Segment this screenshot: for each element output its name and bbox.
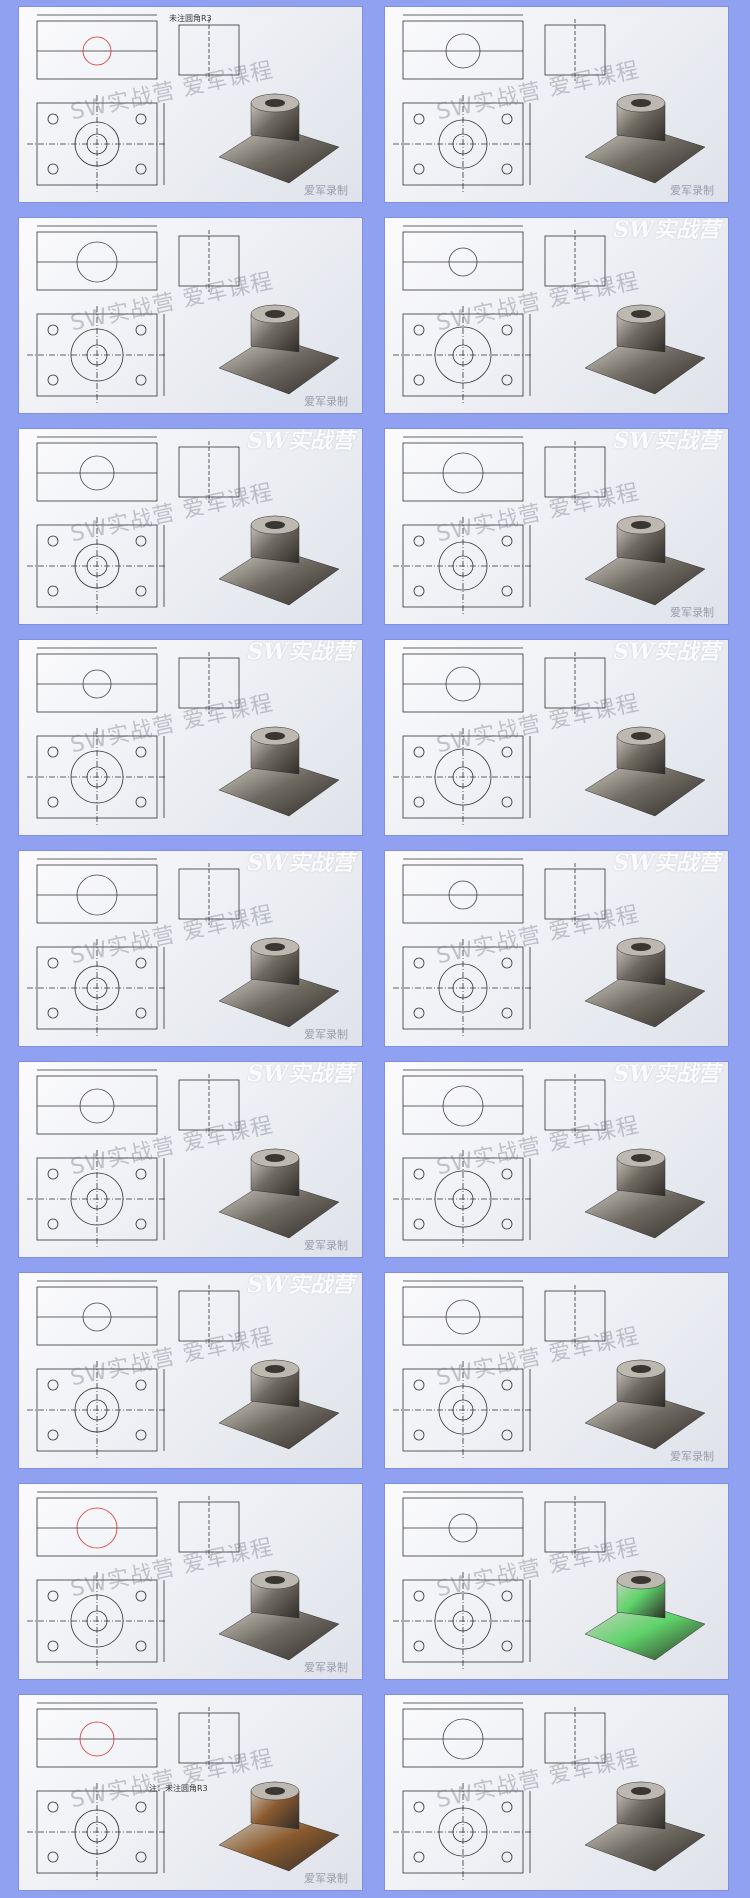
cad-thumbnail-2: SW实战营 爱军课程爱军录制: [384, 6, 729, 203]
engineering-drawing: [27, 436, 340, 615]
engineering-drawing: [393, 14, 706, 193]
cad-thumbnail-17: SW实战营 爱军课程爱军录制注：未注圆角R3: [18, 1694, 363, 1891]
cad-thumbnail-1: SW实战营 爱军课程爱军录制未注圆角R3: [18, 6, 363, 203]
drawing-note: 未注圆角R3: [169, 14, 212, 23]
engineering-drawing: [393, 1280, 706, 1459]
engineering-drawing: [27, 1280, 340, 1459]
brand-logo: SW实战营: [247, 428, 354, 454]
cad-thumbnail-3: SW实战营 爱军课程爱军录制: [18, 217, 363, 414]
drawing-note: 注：未注圆角R3: [149, 1784, 208, 1793]
brand-logo: SW实战营: [613, 428, 720, 454]
engineering-drawing: [27, 647, 340, 826]
engineering-drawing: [393, 436, 706, 615]
cad-thumbnail-14: SW实战营 爱军课程爱军录制: [384, 1272, 729, 1469]
engineering-drawing: [27, 1702, 340, 1881]
brand-logo: SW实战营: [613, 1061, 720, 1087]
credit-text: 爱军录制: [304, 395, 348, 408]
engineering-drawing: [393, 1491, 706, 1670]
brand-logo: SW实战营: [247, 639, 354, 665]
brand-logo: SW实战营: [613, 639, 720, 665]
engineering-drawing: [393, 647, 706, 826]
cad-thumbnail-15: SW实战营 爱军课程爱军录制: [18, 1483, 363, 1680]
brand-logo: SW实战营: [247, 1061, 354, 1087]
engineering-drawing: [27, 14, 340, 193]
brand-logo: SW实战营: [247, 850, 354, 876]
brand-logo: SW实战营: [247, 1272, 354, 1298]
credit-text: 爱军录制: [304, 184, 348, 197]
brand-logo: SW实战营: [613, 850, 720, 876]
credit-text: 爱军录制: [304, 1872, 348, 1885]
engineering-drawing: [27, 225, 340, 404]
brand-logo: SW实战营: [613, 217, 720, 243]
engineering-drawing: [27, 1491, 340, 1670]
engineering-drawing: [27, 858, 340, 1037]
credit-text: 爱军录制: [304, 1661, 348, 1674]
cad-thumbnail-16: SW实战营 爱军课程: [384, 1483, 729, 1680]
credit-text: 爱军录制: [670, 184, 714, 197]
engineering-drawing: [393, 1069, 706, 1248]
credit-text: 爱军录制: [670, 1450, 714, 1463]
engineering-drawing: [393, 1702, 706, 1881]
credit-text: 爱军录制: [304, 1239, 348, 1252]
engineering-drawing: [393, 858, 706, 1037]
credit-text: 爱军录制: [670, 606, 714, 619]
credit-text: 爱军录制: [304, 1028, 348, 1041]
engineering-drawing: [27, 1069, 340, 1248]
cad-thumbnail-18: SW实战营 爱军课程: [384, 1694, 729, 1891]
engineering-drawing: [393, 225, 706, 404]
